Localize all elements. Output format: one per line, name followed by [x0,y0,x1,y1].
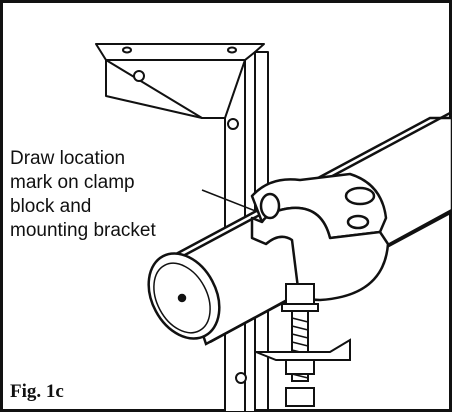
clamp-bolt-head [346,214,370,230]
callout-leader [201,189,259,213]
clamp-bolt-head [259,192,281,220]
bracket-hole [122,46,132,54]
callout-line: mounting bracket [10,220,156,241]
tube-end-hole [177,293,187,303]
tube-end-cap-inner [153,262,211,334]
callout-line: mark on clamp [10,172,135,193]
nut [285,359,315,375]
callout-line: Draw location [10,148,126,169]
callout-line: block and [10,196,92,217]
callout-text: Draw location mark on clamp block and mo… [10,147,220,243]
nut [285,283,315,305]
mounting-bracket-gusset [105,59,226,119]
figure-caption: Fig. 1c [10,381,64,402]
mounting-bracket-top-flange [95,43,265,61]
bracket-hole [227,46,237,54]
bracket-hole [235,372,247,384]
washer [281,303,319,312]
clamp-bolt-head [344,186,376,206]
nut [285,387,315,407]
bracket-hole [227,118,239,130]
mounting-bracket-face [105,59,246,119]
lower-bracket [255,338,351,361]
bracket-hole [133,70,145,82]
clamp-block-lower [250,206,390,302]
